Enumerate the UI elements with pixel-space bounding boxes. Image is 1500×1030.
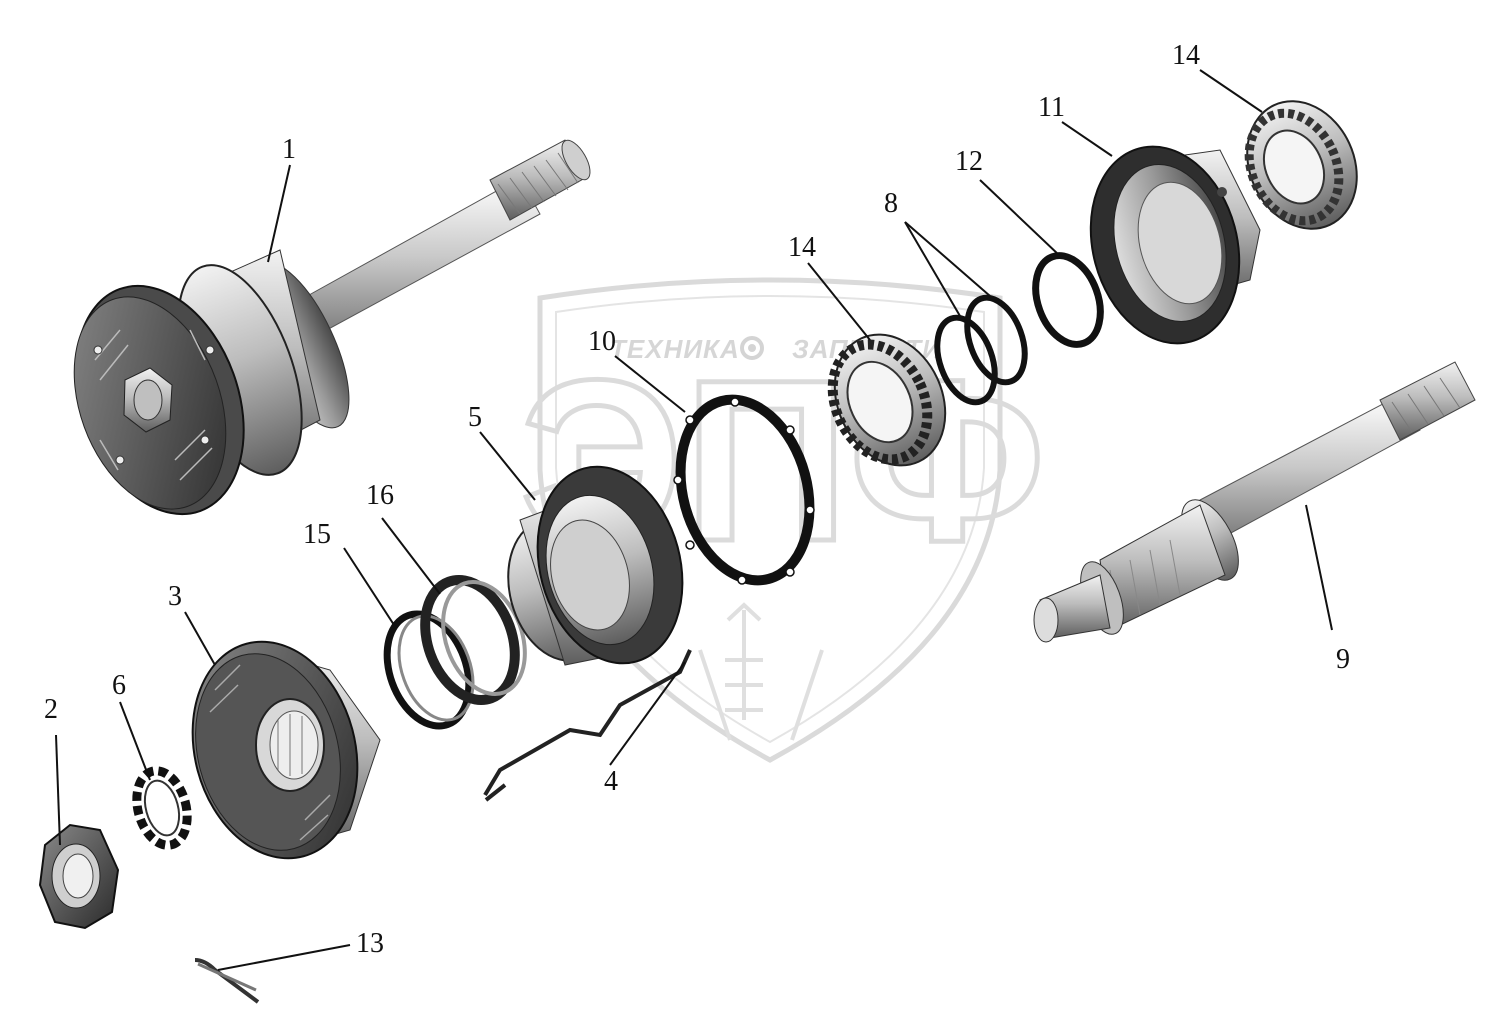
watermark-text-left: ТЕХНИКА	[610, 334, 740, 364]
part-13-cotter-pin	[194, 958, 260, 1004]
part-3-flange	[191, 640, 381, 860]
callout-14-lower: 14	[788, 232, 816, 263]
part-5-bearing-cover	[507, 465, 684, 666]
part-12-ring	[1032, 252, 1104, 348]
callout-11: 11	[1038, 92, 1065, 123]
callout-8: 8	[884, 188, 898, 219]
part-6-lock-washer	[132, 766, 192, 850]
callout-12: 12	[955, 146, 983, 177]
part-14-bearing-upper	[1244, 100, 1358, 230]
callout-10: 10	[588, 326, 616, 357]
leader-lines	[55, 69, 1333, 971]
part-14-bearing-lower	[827, 333, 947, 467]
part-9-splined-shaft	[1033, 361, 1476, 643]
part-8-snap-rings	[934, 294, 1028, 406]
part-15-seal-ring	[383, 610, 475, 730]
callout-6: 6	[112, 670, 126, 701]
callout-1: 1	[282, 134, 296, 165]
callout-13: 13	[356, 928, 384, 959]
callout-9: 9	[1336, 644, 1350, 675]
part-4-lock-plate	[483, 649, 692, 802]
callout-2: 2	[44, 694, 58, 725]
callout-15: 15	[303, 519, 331, 550]
callouts: 1 2 3 4 5 6 8 9 10 11 12 13 14 14 15 16	[44, 40, 1350, 959]
part-11-housing	[1089, 145, 1261, 345]
part-10-gasket	[673, 394, 815, 586]
callout-3: 3	[168, 581, 182, 612]
callout-14-upper: 14	[1172, 40, 1200, 71]
callout-16: 16	[366, 480, 394, 511]
gear-icon	[740, 336, 764, 360]
callout-4: 4	[604, 766, 618, 797]
part-1-shaft-assembly	[73, 139, 591, 516]
callout-5: 5	[468, 402, 482, 433]
part-2-castle-nut	[38, 823, 120, 930]
